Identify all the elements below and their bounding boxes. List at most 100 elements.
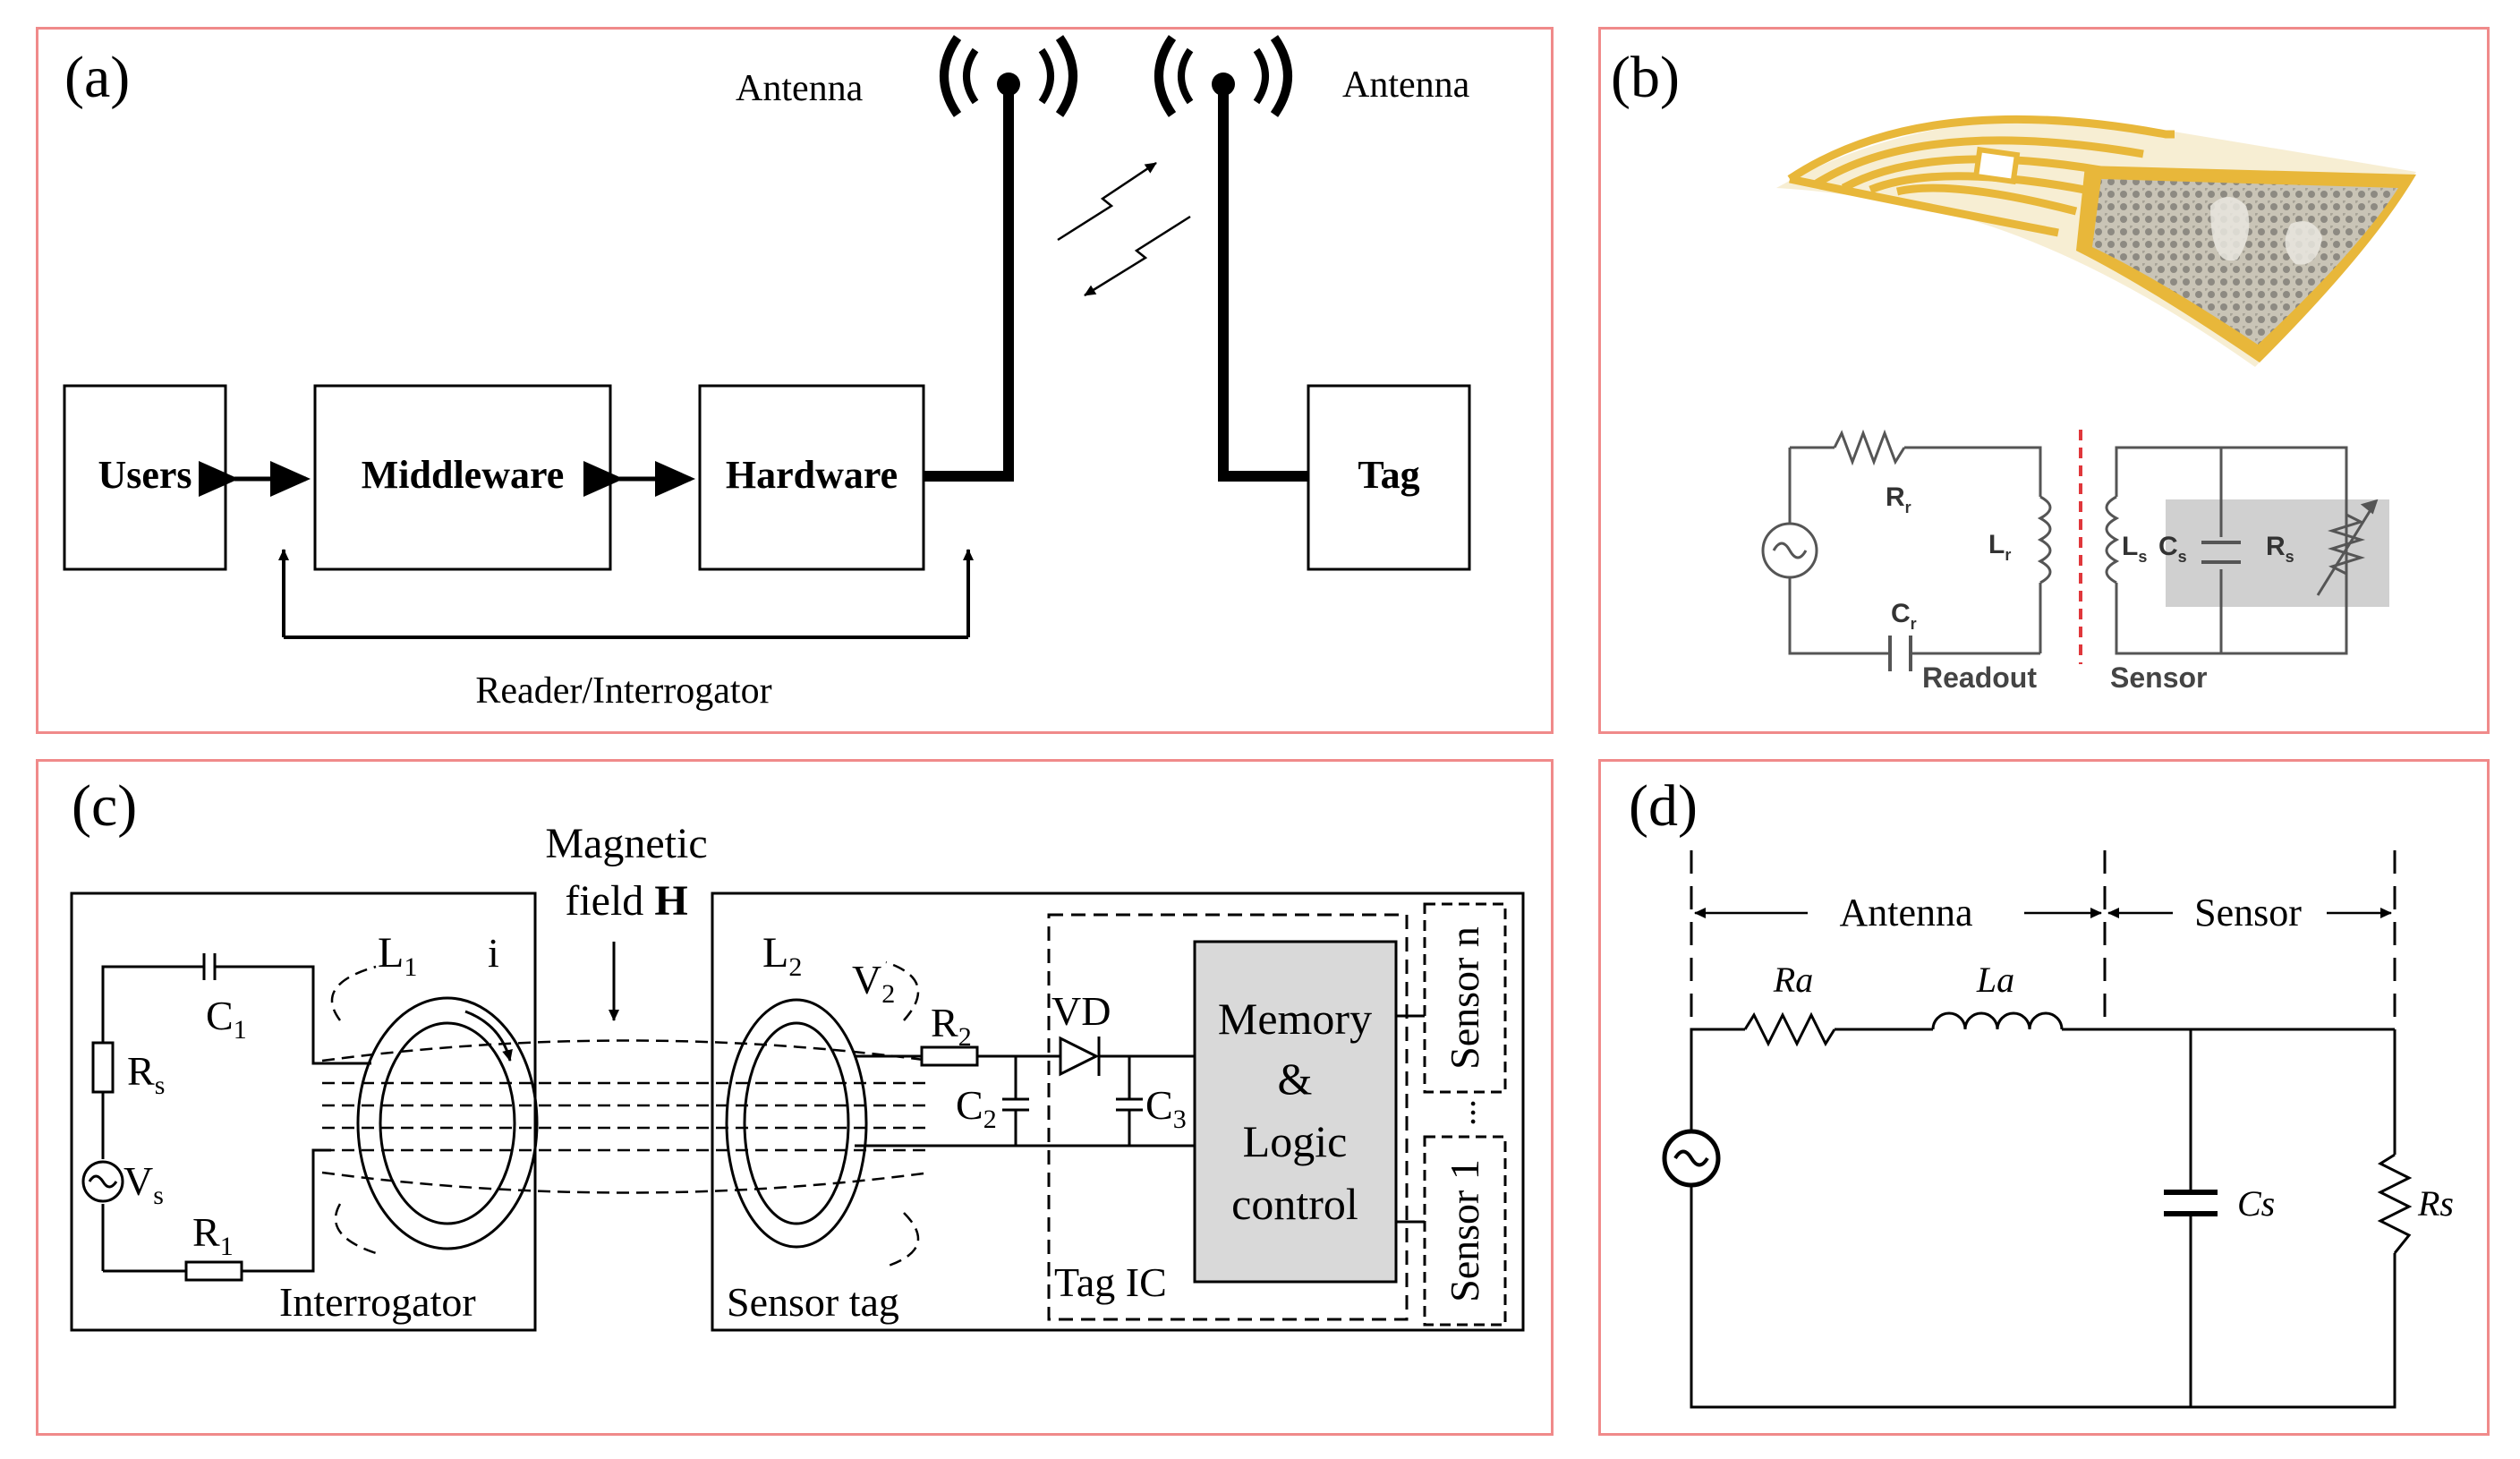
panel-c: (c) Magnetic field H Interrogator C1 Rs … — [70, 773, 1525, 1332]
panel-d-label: (d) — [1629, 773, 1698, 839]
rs-b-label: R — [2266, 532, 2286, 561]
magnetic-line2: field — [565, 877, 654, 925]
svg-text:C3: C3 — [1145, 1082, 1187, 1134]
equivalent-circuit — [1690, 1011, 2413, 1409]
sensor-b-label: Sensor — [2110, 661, 2207, 694]
c1-sub: 1 — [234, 1015, 247, 1045]
lr-label: L — [1988, 530, 2005, 559]
cs-d-label: Cs — [2237, 1183, 2275, 1224]
lr-sub: r — [2005, 546, 2011, 564]
vs-label: V — [123, 1158, 153, 1204]
antenna-right-icon — [1154, 35, 1308, 482]
rs-d-label: Rs — [2417, 1183, 2454, 1224]
panel-a: (a) Antenna Antenna — [63, 35, 1471, 712]
svg-text:Ls: Ls — [2122, 532, 2147, 566]
readout-label: Readout — [1922, 661, 2037, 694]
sensor-tag-label: Sensor tag — [727, 1279, 899, 1325]
memory-line3: Logic — [1243, 1116, 1348, 1166]
l2-label: L — [762, 929, 788, 977]
svg-text:Cs: Cs — [2158, 532, 2187, 566]
tag-block — [1307, 384, 1471, 571]
l1-label: L — [378, 929, 404, 977]
sensor-n-label: Sensor n — [1442, 926, 1487, 1070]
r1-sub: 1 — [220, 1232, 234, 1261]
antenna-right-label: Antenna — [1342, 64, 1470, 106]
tag-ic-box — [1047, 913, 1409, 1321]
tag-circuit — [855, 1014, 1425, 1224]
rs-c-sub: s — [155, 1071, 166, 1100]
svg-text:V2: V2 — [852, 957, 895, 1009]
coil-l2 — [725, 998, 868, 1249]
svg-text:R2: R2 — [931, 1000, 972, 1052]
magnetic-bold: H — [654, 877, 687, 925]
panel-c-label: (c) — [72, 773, 137, 839]
middleware-label: Middleware — [362, 453, 565, 497]
cr-sub: r — [1911, 615, 1917, 633]
r2-sub: 2 — [958, 1022, 972, 1052]
svg-text:R1: R1 — [192, 1209, 234, 1261]
reader-bracket — [278, 549, 974, 639]
memory-logic-block — [1193, 940, 1398, 1284]
l1-sub: 1 — [404, 952, 417, 982]
c2-label: C — [956, 1082, 983, 1128]
sensor-dots: ... — [1443, 1099, 1483, 1126]
cr-label: C — [1891, 599, 1911, 628]
panel-d: (d) Antenna Sensor — [1629, 773, 2454, 1409]
svg-text:Vs: Vs — [123, 1158, 164, 1210]
magnetic-line1: Magnetic — [545, 820, 707, 867]
tag-label: Tag — [1358, 453, 1419, 497]
current-i-label: i — [488, 930, 499, 976]
hardware-block — [698, 384, 925, 571]
flexible-sensor-illustration — [1776, 115, 2416, 367]
svg-text:L2: L2 — [762, 929, 802, 982]
svg-text:L1: L1 — [378, 929, 417, 982]
memory-line2: & — [1278, 1054, 1313, 1104]
reader-label: Reader/Interrogator — [475, 670, 771, 712]
svg-text:Rs: Rs — [127, 1048, 165, 1100]
middleware-block — [313, 384, 612, 571]
antenna-left-label: Antenna — [736, 68, 864, 109]
interrogator-circuit — [91, 953, 371, 1282]
svg-text:Rs: Rs — [2266, 532, 2294, 566]
panel-a-frame — [36, 27, 1554, 734]
ls-sub: s — [2138, 548, 2147, 566]
v2-label: V — [852, 957, 881, 1003]
panel-a-label: (a) — [64, 45, 130, 110]
panel-b-label: (b) — [1611, 45, 1680, 110]
readout-circuit — [1788, 429, 2052, 671]
section-dividers — [1690, 850, 2397, 1029]
sensor-1-box — [1423, 1135, 1507, 1327]
interrogator-label: Interrogator — [279, 1279, 476, 1325]
interrogator-box — [70, 892, 537, 1332]
c2-sub: 2 — [983, 1105, 997, 1134]
sensor-d-label: Sensor — [2194, 891, 2302, 934]
tag-ic-label: Tag IC — [1054, 1259, 1167, 1305]
sensor-1-label: Sensor 1 — [1442, 1159, 1487, 1302]
memory-line1: Memory — [1218, 994, 1372, 1044]
sensor-n-box — [1423, 902, 1507, 1094]
panel-d-frame — [1598, 759, 2490, 1436]
c1-label: C — [206, 993, 234, 1038]
vs-sub: s — [153, 1181, 164, 1210]
ls-label: L — [2122, 532, 2138, 561]
hardware-label: Hardware — [726, 453, 898, 497]
sensor-circuit — [2105, 446, 2379, 655]
rs-c-label: R — [127, 1048, 155, 1094]
cs-b-label: C — [2158, 532, 2178, 561]
rr-sub: r — [1905, 499, 1911, 516]
svg-text:Lr: Lr — [1988, 530, 2011, 564]
svg-text:field H: field H — [565, 877, 687, 925]
ac-source-icon — [1761, 522, 1818, 579]
svg-text:C1: C1 — [206, 993, 247, 1045]
r1-label: R — [192, 1209, 220, 1255]
sensor-tag-box — [711, 892, 1525, 1332]
source-vs-icon — [81, 1160, 124, 1203]
svg-text:Cr: Cr — [1891, 599, 1917, 633]
ra-label: Ra — [1773, 960, 1813, 1000]
c3-sub: 3 — [1173, 1105, 1187, 1134]
cs-b-sub: s — [2178, 548, 2187, 566]
l2-sub: 2 — [788, 952, 802, 982]
antenna-d-label: Antenna — [1839, 891, 1972, 934]
v2-sub: 2 — [881, 979, 895, 1009]
users-label: Users — [98, 453, 192, 497]
